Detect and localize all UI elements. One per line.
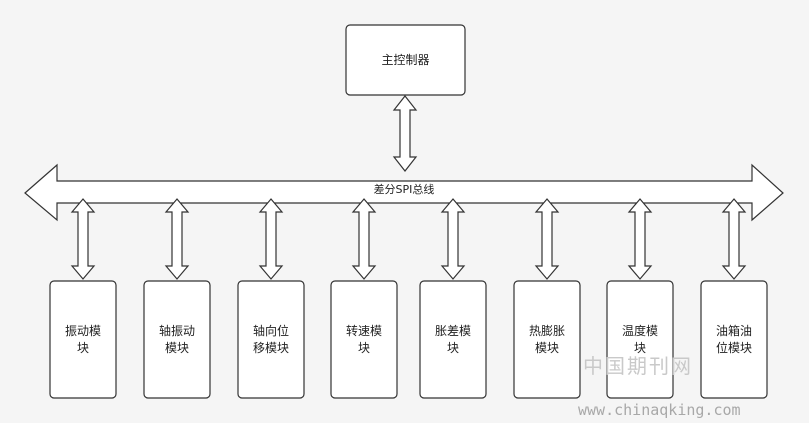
module-box — [513, 280, 581, 399]
module-box — [330, 280, 398, 399]
module-bus-double-arrow — [534, 198, 560, 280]
bus-label: 差分SPI总线 — [373, 183, 435, 196]
watermark-cn: 中国期刊网 — [583, 354, 693, 378]
master-controller-box — [345, 24, 466, 96]
watermark-url: www.chinaqking.com — [578, 401, 741, 419]
module-bus-double-arrow — [440, 198, 466, 280]
module-bus-double-arrow — [721, 198, 747, 280]
module-box — [700, 280, 768, 399]
module-bus-double-arrow — [258, 198, 284, 280]
module-box — [49, 280, 117, 399]
module-bus-double-arrow — [70, 198, 96, 280]
module-bus-double-arrow — [627, 198, 653, 280]
module-bus-double-arrow — [164, 198, 190, 280]
module-box — [419, 280, 487, 399]
master-bus-double-arrow — [392, 95, 418, 172]
module-box — [143, 280, 211, 399]
module-box — [606, 280, 674, 399]
module-bus-double-arrow — [351, 198, 377, 280]
bus-block-arrow — [24, 163, 784, 222]
module-box — [237, 280, 305, 399]
